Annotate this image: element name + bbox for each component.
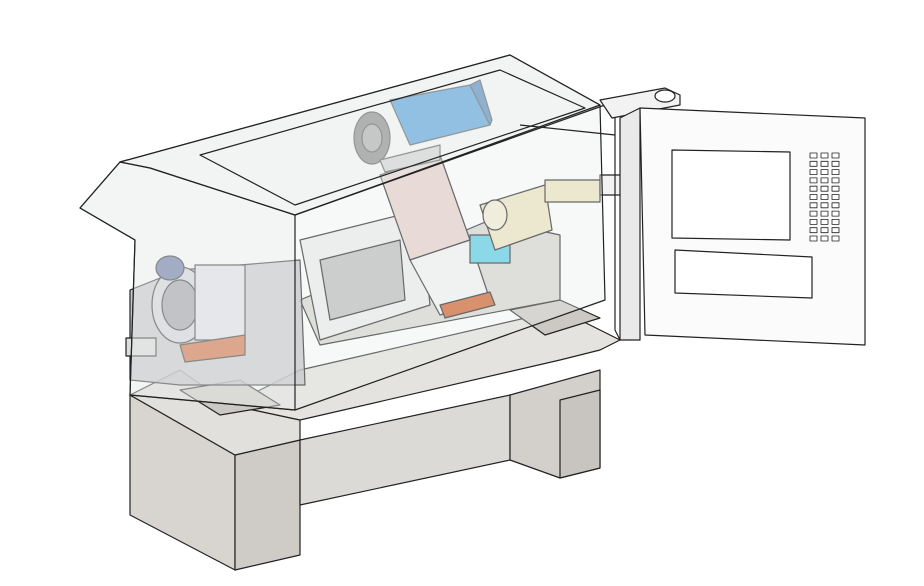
keypad-button [831, 194, 840, 200]
keypad-button [809, 194, 818, 200]
keypad-button [809, 218, 818, 225]
keypad-button [820, 169, 829, 176]
glass-enclosure [79, 54, 621, 411]
keypad-button [820, 218, 829, 225]
keypad-button [809, 160, 818, 167]
keypad-button [809, 152, 818, 159]
keypad-button [809, 202, 818, 209]
keypad-button [831, 202, 840, 209]
door-arm [599, 87, 681, 119]
headstock [125, 255, 306, 386]
keypad-button [820, 152, 829, 159]
keypad-button [820, 160, 829, 167]
keypad-button [820, 202, 829, 209]
keypad-button [809, 235, 818, 242]
keypad-button [820, 210, 829, 217]
keypad [809, 152, 840, 242]
keypad-button [809, 227, 818, 234]
keypad-button [831, 227, 840, 234]
keypad-button [809, 185, 818, 192]
keypad-button [831, 169, 840, 176]
keypad-button [820, 194, 829, 200]
keypad-button [809, 177, 818, 184]
keypad-button [831, 210, 840, 217]
tailstock [479, 174, 626, 251]
keypad-button [820, 235, 829, 242]
machine-base [129, 299, 621, 571]
keypad-button [831, 235, 840, 242]
keypad-button [831, 218, 840, 225]
keypad-button [820, 185, 829, 192]
keypad-button [831, 185, 840, 192]
keypad-button [831, 177, 840, 184]
keypad-button [809, 210, 818, 217]
spindle-motor [353, 79, 493, 173]
keypad-button [809, 169, 818, 176]
keypad-button [831, 160, 840, 167]
keypad-button [831, 152, 840, 159]
display-screen [671, 149, 791, 241]
keypad-button [820, 177, 829, 184]
keypad-button [820, 227, 829, 234]
panel-slot [674, 249, 813, 299]
control-panel [619, 107, 866, 346]
